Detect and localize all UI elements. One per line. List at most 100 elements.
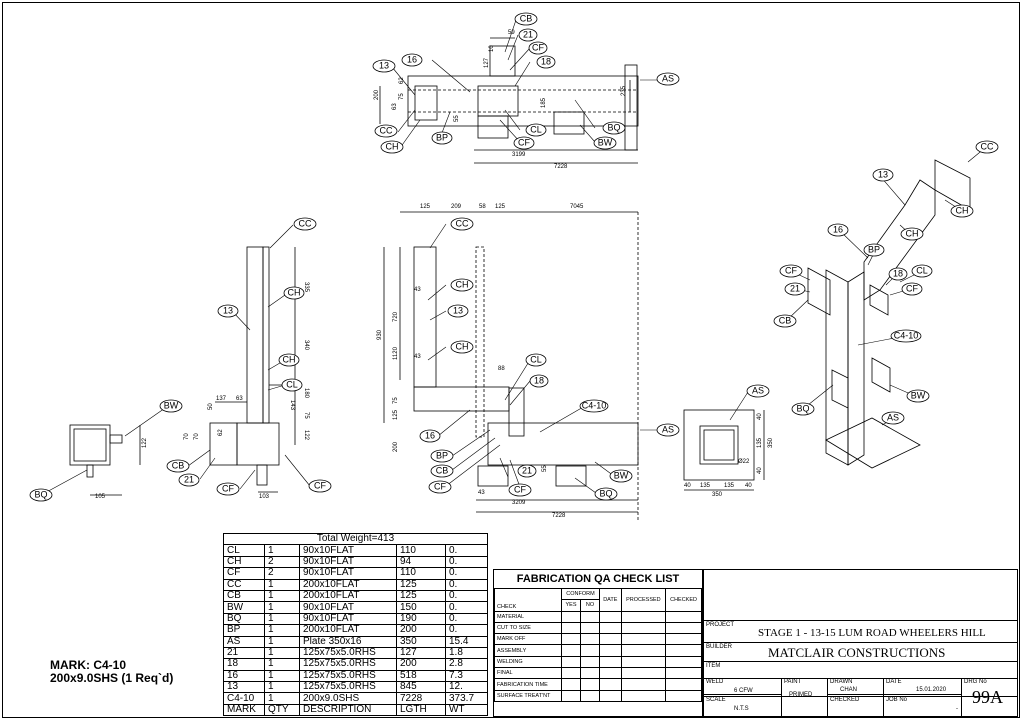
bom-cell: 1 bbox=[264, 669, 300, 683]
bubble bbox=[525, 353, 547, 367]
bom-cell: 2.8 bbox=[445, 658, 488, 671]
bom-cell: 0. bbox=[445, 544, 488, 557]
bubble bbox=[293, 217, 317, 231]
bubble bbox=[29, 488, 53, 502]
dim-text: 209 bbox=[451, 204, 462, 210]
drg-number: 99A bbox=[972, 687, 1003, 707]
bom-cell: 15.4 bbox=[445, 635, 488, 648]
dim-text: 127 bbox=[484, 57, 490, 68]
bom-cell: 110 bbox=[396, 544, 446, 557]
bom-header-cell: MARK bbox=[223, 703, 265, 717]
qa-cell bbox=[580, 667, 600, 680]
dim-text: 43 bbox=[414, 287, 421, 293]
bubble-label: 16 bbox=[833, 224, 843, 234]
bom-cell: 1 bbox=[264, 601, 300, 614]
bom-cell: 0. bbox=[445, 612, 488, 626]
qa-processed-header: PROCESSED bbox=[620, 588, 667, 612]
weld-value: 6 CFW bbox=[734, 688, 753, 694]
bubble-label: C4-10 bbox=[894, 330, 919, 340]
dim-text: 88 bbox=[498, 366, 505, 372]
bom-cell: 7228 bbox=[396, 692, 446, 705]
bubble-label: CL bbox=[286, 379, 298, 389]
qa-yes-header: YES bbox=[561, 599, 581, 612]
bubble bbox=[513, 136, 535, 150]
bubble bbox=[594, 487, 618, 501]
bubble bbox=[281, 378, 303, 392]
qa-row: CUT TO SIZE bbox=[494, 621, 702, 635]
bubble-label: 21 bbox=[790, 283, 800, 293]
bubble bbox=[827, 223, 849, 237]
bubble-label: CB bbox=[520, 13, 533, 23]
qa-row-label: MATERIAL bbox=[494, 610, 562, 623]
dim-text: 63 bbox=[392, 103, 398, 110]
qa-row-label: CUT TO SIZE bbox=[494, 621, 562, 635]
bubble-label: CL bbox=[530, 354, 542, 364]
qa-row-label: WELDING bbox=[494, 655, 562, 669]
qa-cell bbox=[665, 655, 702, 669]
bom-cell: CH bbox=[223, 555, 265, 569]
bom-cell: 127 bbox=[396, 646, 446, 660]
qa-checked-header: CHECKED bbox=[665, 588, 702, 612]
bubble bbox=[430, 449, 454, 463]
bom-cell: 200x10FLAT bbox=[299, 624, 397, 637]
bubble-label: CC bbox=[299, 218, 312, 228]
bubble-label: CC bbox=[981, 141, 994, 151]
qa-no-header: NO bbox=[580, 599, 600, 612]
qa-cell bbox=[599, 610, 622, 623]
bubble-label: 13 bbox=[453, 305, 463, 315]
bom-cell: 125x75x5.0RHS bbox=[299, 681, 397, 694]
bubble bbox=[863, 243, 885, 257]
bom-cell: 13 bbox=[223, 681, 265, 694]
qa-cell bbox=[665, 644, 702, 657]
bom-cell: 125 bbox=[396, 589, 446, 603]
bubble-label: BP bbox=[868, 244, 880, 254]
bom-cell: CF bbox=[223, 567, 265, 580]
qa-cell bbox=[561, 689, 581, 702]
dim-text: 340 bbox=[303, 340, 309, 351]
bom-cell: BP bbox=[223, 624, 265, 637]
qa-date-header: DATE bbox=[599, 588, 622, 612]
bom-cell: 2 bbox=[264, 567, 300, 580]
dim-text: 10 bbox=[489, 45, 495, 52]
dim-text: 185 bbox=[541, 97, 547, 108]
bom-cell: 200x10FLAT bbox=[299, 578, 397, 591]
dim-text: 200 bbox=[374, 89, 380, 100]
bom-cell: BQ bbox=[223, 612, 265, 626]
qa-cell bbox=[620, 678, 667, 691]
qa-cell bbox=[620, 655, 667, 669]
bom-cell: 2 bbox=[264, 555, 300, 569]
side-elevation bbox=[209, 246, 296, 493]
bubble-label: BP bbox=[436, 132, 448, 142]
bubble-label: CF bbox=[314, 480, 326, 490]
bom-cell: 1 bbox=[264, 681, 300, 694]
bubble bbox=[178, 473, 200, 487]
logo-area bbox=[704, 570, 1017, 621]
checked-label: CHECKED bbox=[830, 697, 860, 703]
bom-cell: 125x75x5.0RHS bbox=[299, 658, 397, 671]
qa-row: FINAL bbox=[494, 667, 702, 680]
bom-cell: Plate 350x16 bbox=[299, 635, 397, 648]
bubble bbox=[217, 304, 239, 318]
dim-text: 75 bbox=[393, 397, 399, 404]
bom-cell: 90x10FLAT bbox=[299, 555, 397, 569]
qa-check-header: CHECK bbox=[494, 588, 562, 612]
dim-text: 58 bbox=[479, 204, 486, 210]
job-label: JOB No bbox=[886, 697, 908, 703]
bubble bbox=[791, 402, 815, 416]
bubble-label: BQ bbox=[599, 488, 612, 498]
bubble-label: CH bbox=[283, 354, 296, 364]
bubble-label: CC bbox=[380, 125, 393, 135]
qa-cell bbox=[599, 633, 622, 646]
qa-row: FABRICATION TIME bbox=[494, 678, 702, 691]
bubble-label: CH bbox=[288, 287, 301, 297]
dim-text: 122 bbox=[142, 437, 148, 448]
bubble bbox=[374, 124, 398, 138]
qa-cell bbox=[561, 621, 581, 635]
drg-label: DRG No bbox=[964, 679, 987, 685]
bubble bbox=[517, 464, 537, 478]
paint-label: PAINT bbox=[784, 679, 802, 685]
